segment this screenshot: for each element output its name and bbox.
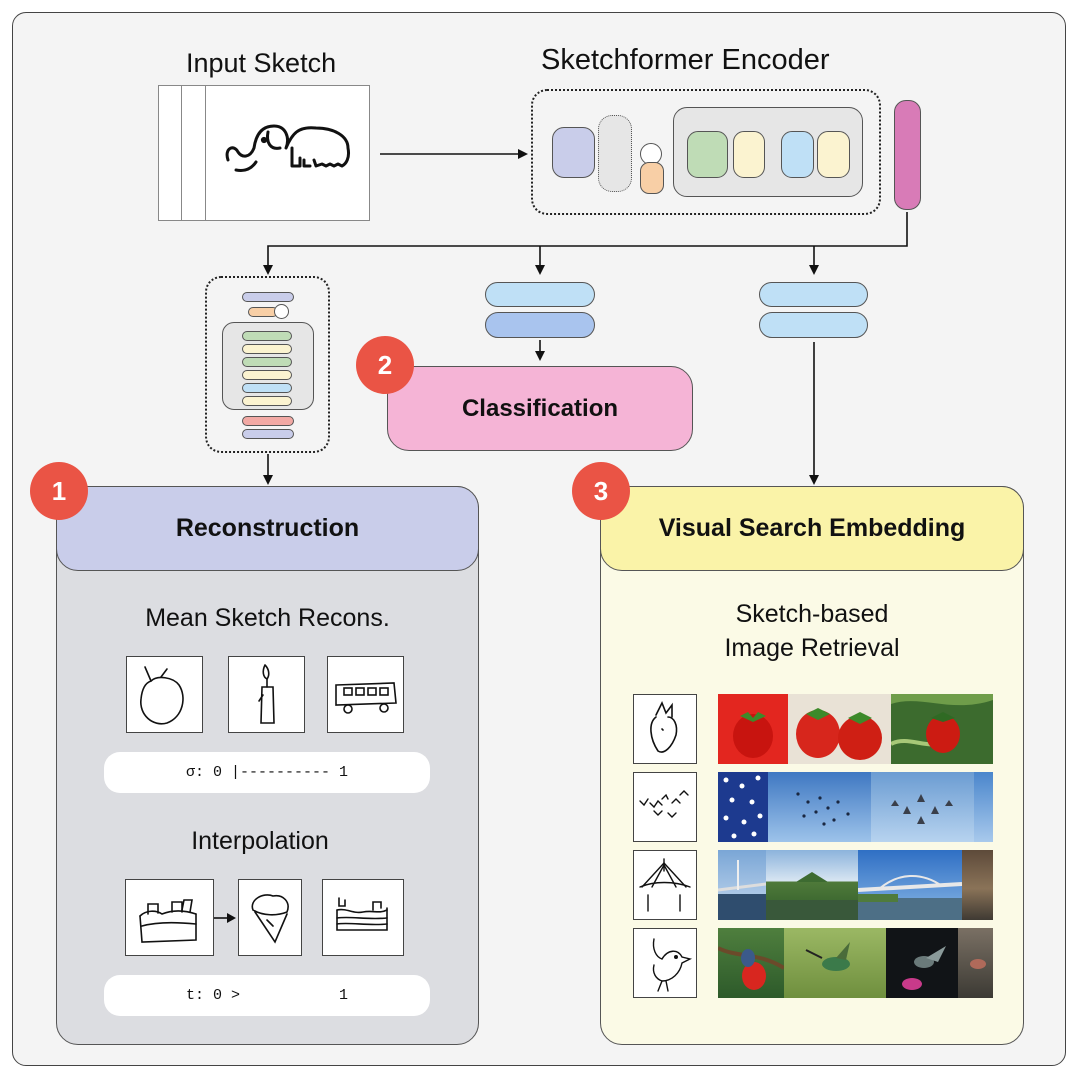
- input-to-encoder-arrow: [380, 149, 528, 159]
- recons-thumb-candle: [228, 656, 305, 733]
- visual-search-label: Visual Search Embedding: [658, 514, 966, 542]
- encoder-positional-block: [598, 115, 632, 192]
- result-bird-1[interactable]: [717, 928, 786, 998]
- query-sketch-bird: [633, 928, 697, 998]
- result-bird-3[interactable]: [886, 928, 958, 998]
- mean-recons-title: Mean Sketch Recons.: [145, 604, 390, 632]
- encoder-ffn-block: [781, 131, 814, 178]
- icecream-sketch-icon: [251, 894, 289, 944]
- bus-sketch-icon: [335, 682, 397, 714]
- interp-thumb-cake-2: [322, 879, 404, 956]
- visual-search-badge: 3: [572, 462, 630, 520]
- decoder-bar-5: [242, 383, 292, 393]
- encoder-embedding-block: [552, 127, 595, 178]
- visual-search-header: Visual Search Embedding: [600, 486, 1024, 571]
- encoder-attention-block: [687, 131, 728, 178]
- apple-sketch-icon: [140, 666, 184, 725]
- bird-sketch-icon: [652, 938, 693, 992]
- decoder-bar-4: [242, 370, 292, 380]
- result-bridge-3[interactable]: [857, 850, 963, 920]
- decoder-output-bar-1: [242, 416, 294, 426]
- recons-thumb-apple: [126, 656, 203, 733]
- query-sketch-bridge: [633, 850, 697, 920]
- query-sketch-birds: [633, 772, 697, 842]
- reconstruction-badge: 1: [30, 462, 88, 520]
- encoder-token-block: [640, 162, 664, 194]
- elephant-sketch-icon: [225, 124, 350, 172]
- decoder-add-node: [274, 304, 289, 319]
- decoder-bar-1: [242, 331, 292, 341]
- search-bar-2: [759, 312, 868, 338]
- cake-sketch-icon: [139, 899, 197, 943]
- t-slider[interactable]: t: 0 > 1: [104, 975, 430, 1016]
- interp-thumb-icecream: [238, 879, 302, 956]
- sbir-title-line2: Image Retrieval: [724, 634, 900, 662]
- result-bridge-2[interactable]: [766, 850, 858, 920]
- cake2-sketch-icon: [336, 897, 388, 931]
- result-strawberry-1[interactable]: [718, 694, 788, 764]
- reconstruction-header: Reconstruction: [56, 486, 479, 571]
- classification-badge: 2: [356, 336, 414, 394]
- result-strawberry-3[interactable]: [890, 694, 993, 764]
- result-sky-3[interactable]: [871, 772, 974, 842]
- bridge-sketch-icon: [639, 858, 691, 912]
- interpolation-title: Interpolation: [191, 827, 329, 855]
- decoder-output-bar-2: [242, 429, 294, 439]
- decoder-bar-3: [242, 357, 292, 367]
- decoder-embedding-bar: [242, 292, 294, 302]
- classification-bar-2: [485, 312, 595, 338]
- interp-thumb-cake: [125, 879, 214, 956]
- recons-thumb-bus: [327, 656, 404, 733]
- candle-sketch-icon: [258, 664, 275, 724]
- result-strawberry-2[interactable]: [788, 694, 891, 764]
- decoder-bar-2: [242, 344, 292, 354]
- result-sky-2[interactable]: [768, 772, 871, 842]
- sketch-card-front: [205, 85, 370, 221]
- birds-sketch-icon: [639, 790, 689, 818]
- result-bird-2[interactable]: [784, 928, 886, 998]
- result-sky-4[interactable]: [974, 772, 993, 842]
- interp-arrow-icon: [214, 913, 236, 923]
- classification-box: Classification: [387, 366, 693, 451]
- result-bird-4[interactable]: [958, 928, 993, 998]
- sbir-title-line1: Sketch-based: [735, 600, 889, 628]
- decoder-bar-6: [242, 396, 292, 406]
- encoder-title: Sketchformer Encoder: [541, 44, 830, 76]
- search-bar-1: [759, 282, 868, 307]
- result-bridge-1[interactable]: [717, 850, 767, 920]
- classification-label: Classification: [461, 394, 619, 422]
- sigma-slider[interactable]: σ: 0 |---------- 1: [104, 752, 430, 793]
- classification-bar-1: [485, 282, 595, 307]
- encoder-norm-block-1: [733, 131, 765, 178]
- result-sky-1[interactable]: [718, 772, 768, 842]
- encoder-output-embedding: [894, 100, 921, 210]
- encoder-norm-block-2: [817, 131, 850, 178]
- input-sketch-title: Input Sketch: [186, 48, 337, 78]
- result-bridge-4[interactable]: [962, 850, 993, 920]
- query-sketch-strawberry: [633, 694, 697, 764]
- reconstruction-label: Reconstruction: [175, 514, 360, 542]
- decoder-block: [205, 276, 330, 453]
- strawberry-sketch-icon: [650, 701, 678, 753]
